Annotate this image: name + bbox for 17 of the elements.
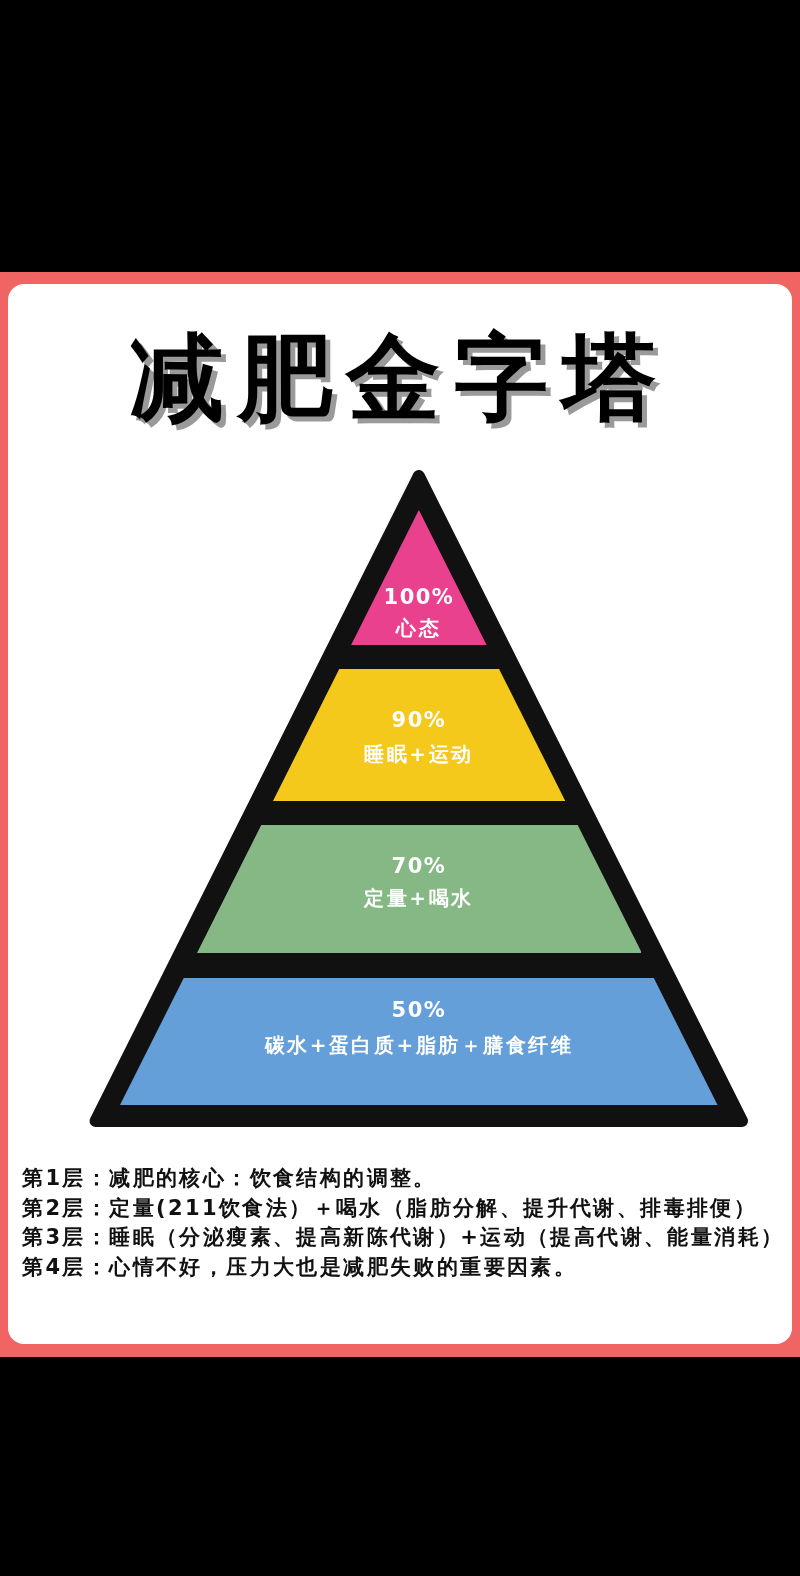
tier-label: 心态: [396, 615, 442, 642]
pyramid-tier: [196, 825, 642, 953]
note-line: 第2层：定量(211饮食法）＋喝水（脂肪分解、提升代谢、排毒排便）: [22, 1194, 758, 1222]
pyramid-tier: [351, 509, 487, 645]
note-line: 第3层：睡眠（分泌瘦素、提高新陈代谢）+运动（提高代谢、能量消耗）: [22, 1224, 785, 1251]
note-line: 第1层：减肥的核心：饮食结构的调整。: [22, 1165, 437, 1192]
tier-label: 碳水+蛋白质+脂肪＋膳食纤维: [264, 1032, 574, 1059]
percentage-label: 90%: [391, 707, 447, 734]
percentage-label: 50%: [391, 997, 447, 1024]
pyramid-tier: [272, 669, 566, 801]
note-line: 第4层：心情不好，压力大也是减肥失败的重要因素。: [22, 1253, 578, 1281]
pyramid-tier: [120, 978, 718, 1105]
tier-label: 定量+喝水: [364, 885, 474, 912]
percentage-label: 70%: [391, 853, 447, 880]
tier-label: 睡眠+运动: [364, 741, 474, 768]
percentage-label: 100%: [383, 584, 455, 611]
poster-title: 减肥金字塔: [130, 322, 670, 434]
